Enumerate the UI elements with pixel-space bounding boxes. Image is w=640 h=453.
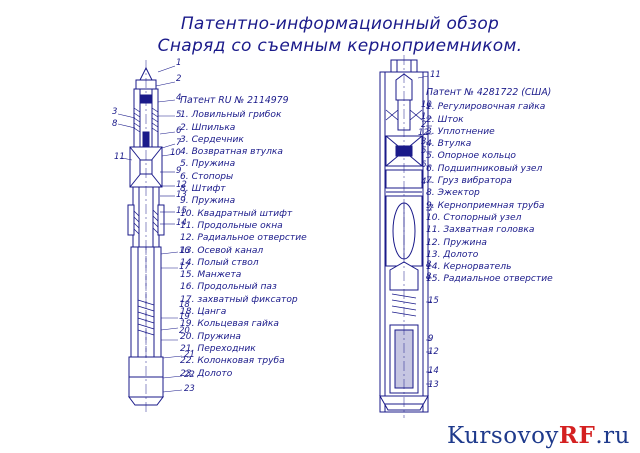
list-item: 15. Радиальное отверстие — [426, 274, 553, 285]
list-item: 13. Долото — [426, 249, 479, 260]
callout-number: 17 — [179, 262, 190, 272]
list-item: 12. Пружина — [426, 237, 487, 248]
callout-number: 20 — [179, 326, 190, 336]
list-item: 2. Шпилька — [180, 122, 236, 133]
callout-number: 18 — [179, 300, 190, 310]
callout-number: 7 — [428, 204, 434, 214]
callout-number: 12 — [428, 347, 439, 357]
list-item: 23. Долото — [180, 368, 233, 379]
list-item: 19. Кольцевая гайка — [180, 319, 279, 330]
callout-number: 19 — [179, 312, 190, 322]
list-item: 5. Опорное кольцо — [426, 151, 516, 162]
callout-number: 6 — [176, 126, 182, 136]
list-item: 6. Стопоры — [180, 171, 234, 182]
list-item: 14. Полый ствол — [180, 257, 259, 268]
callout-number: 8 — [426, 260, 432, 270]
list-item: 11. Продольные окна — [180, 220, 283, 231]
callout-number: 15 — [176, 206, 187, 216]
callout-number: 6 — [421, 160, 427, 170]
callout-number: 13 — [428, 380, 439, 390]
list-item: 15. Манжета — [180, 270, 242, 281]
list-item: 10. Квадратный штифт — [180, 208, 293, 219]
list-item: 21. Переходник — [180, 343, 256, 354]
list-item: 16. Продольный паз — [180, 282, 277, 293]
callout-number: 8 — [112, 119, 118, 129]
site-logo[interactable]: KursovoyRF.ru — [447, 422, 630, 449]
title-line-1: Патентно-информационный обзор — [180, 14, 500, 34]
list-item: 7. Груз вибратора — [426, 176, 512, 187]
list-item: 11. Захватная головка — [426, 225, 535, 236]
list-item: 18. Цанга — [180, 307, 227, 318]
callout-number: 8 — [426, 272, 432, 282]
callout-number: 4 — [421, 177, 427, 187]
callout-number: 7 — [176, 138, 182, 148]
callout-number: 3 — [421, 137, 427, 147]
callout-number: 22 — [184, 370, 195, 380]
callout-number: 4 — [176, 93, 182, 103]
list-item: 20. Пружина — [180, 331, 241, 342]
right-callout-leaders — [417, 75, 433, 385]
callout-number: 13 — [176, 190, 187, 200]
callout-number: 15 — [428, 296, 439, 306]
list-item: 9. Пружина — [180, 196, 236, 207]
callout-number: 11 — [430, 70, 441, 80]
callout-number: 9 — [176, 166, 182, 176]
list-item: 3. Уплотнение — [426, 126, 495, 137]
list-item: 12. Радиальное отверстие — [180, 233, 307, 244]
callout-number: 11 — [114, 152, 125, 162]
left-tool-drawing — [127, 60, 165, 412]
logo-prefix: Kursovoy — [446, 423, 559, 449]
title-line-2: Снаряд со съемным керноприемником. — [157, 36, 523, 56]
left-callout-leaders — [117, 65, 183, 393]
list-item: 22. Колонковая труба — [180, 356, 285, 367]
logo-rf: RF — [558, 422, 596, 449]
logo-domain: .ru — [595, 423, 630, 449]
callout-number: 16 — [179, 246, 190, 256]
list-item: 8. Штифт — [180, 184, 226, 195]
callout-number: 14 — [428, 366, 439, 376]
callout-number: 9 — [428, 334, 434, 344]
right-tool-drawing — [379, 55, 429, 418]
list-item: 3. Сердечник — [180, 134, 244, 145]
list-item: 2. Шток — [426, 114, 464, 125]
list-item: 6. Подшипниковый узел — [426, 163, 543, 174]
list-item: 1. Регулировочная гайка — [426, 102, 546, 113]
list-item: 9. Керноприемная труба — [426, 200, 545, 211]
list-item: 14. Кернорватель — [426, 262, 512, 273]
callout-number: 5 — [421, 146, 427, 156]
list-item: 1. Ловильный грибок — [180, 110, 282, 121]
callout-number: 21 — [184, 350, 195, 360]
list-item: 8. Эжектор — [426, 188, 480, 199]
callout-number: 23 — [184, 384, 195, 394]
callout-number: 10 — [170, 148, 181, 158]
list-item: 17. захватный фиксатор — [180, 294, 298, 305]
list-item: 5. Пружина — [180, 159, 236, 170]
list-item: 4. Втулка — [426, 139, 472, 150]
right-patent-header: Патент № 4281722 (США) — [426, 87, 552, 98]
left-patent-header: Патент RU № 2114979 — [180, 95, 289, 106]
callout-number: 1 — [421, 112, 427, 122]
callout-number: 2 — [176, 74, 182, 84]
right-patent-parts-list: Патент № 4281722 (США) 1. Регулировочная… — [426, 87, 553, 286]
callout-number: 5 — [176, 110, 182, 120]
left-patent-parts-list: Патент RU № 2114979 1. Ловильный грибок … — [180, 95, 307, 380]
list-item: 4. Возвратная втулка — [180, 147, 284, 158]
list-item: 13. Осевой канал — [180, 245, 264, 256]
callout-number: 14 — [176, 218, 187, 228]
callout-number: 10 — [421, 100, 432, 110]
callout-number: 1 — [176, 58, 182, 68]
callout-number: 3 — [112, 107, 118, 117]
callout-number: 12 — [418, 128, 429, 138]
callout-number: 2 — [421, 120, 427, 130]
callout-number: 12 — [176, 180, 187, 190]
list-item: 10. Стопорный узел — [426, 212, 522, 223]
